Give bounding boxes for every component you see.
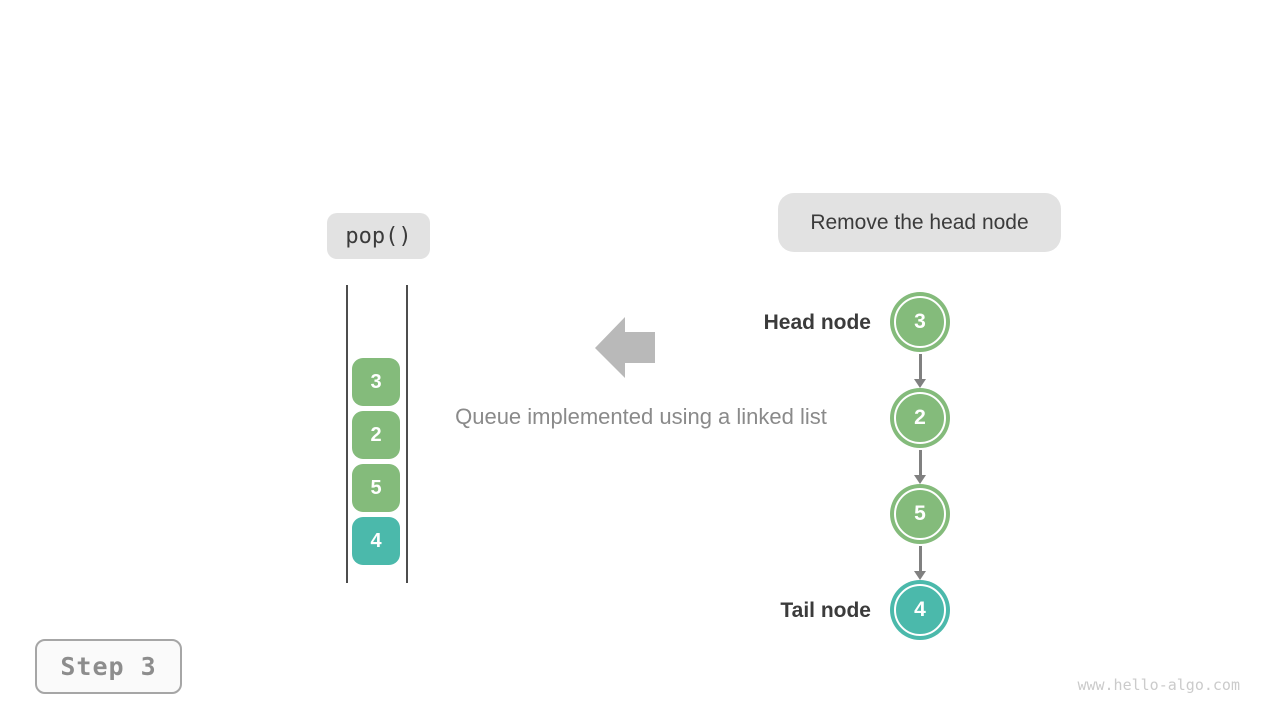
annotation-badge: Remove the head node — [778, 193, 1061, 252]
tail-node-label: Tail node — [780, 599, 871, 622]
linked-list-node: 4 — [890, 580, 950, 640]
link-arrow-line — [919, 546, 922, 572]
down-arrow-icon — [914, 379, 926, 388]
node-value: 3 — [894, 296, 946, 348]
node-value: 4 — [894, 584, 946, 636]
queue-block: 4 — [352, 517, 400, 565]
step-badge: Step 3 — [35, 639, 182, 694]
left-block-arrow-icon — [595, 317, 655, 378]
queue-wall-left — [346, 285, 348, 583]
linked-list-node: 3 — [890, 292, 950, 352]
queue-block: 3 — [352, 358, 400, 406]
queue-block: 5 — [352, 464, 400, 512]
queue-block: 2 — [352, 411, 400, 459]
linked-list-node: 2 — [890, 388, 950, 448]
pop-operation-label: pop() — [345, 223, 412, 249]
node-value: 5 — [894, 488, 946, 540]
linked-list-node: 5 — [890, 484, 950, 544]
diagram-caption: Queue implemented using a linked list — [455, 404, 827, 429]
node-value: 2 — [894, 392, 946, 444]
link-arrow-line — [919, 450, 922, 476]
queue-wall-right — [406, 285, 408, 583]
down-arrow-icon — [914, 571, 926, 580]
link-arrow-line — [919, 354, 922, 380]
watermark: www.hello-algo.com — [1077, 676, 1240, 694]
down-arrow-icon — [914, 475, 926, 484]
step-label: Step 3 — [60, 652, 157, 681]
pop-operation-badge: pop() — [327, 213, 430, 259]
annotation-label: Remove the head node — [810, 210, 1029, 234]
head-node-label: Head node — [763, 311, 871, 334]
